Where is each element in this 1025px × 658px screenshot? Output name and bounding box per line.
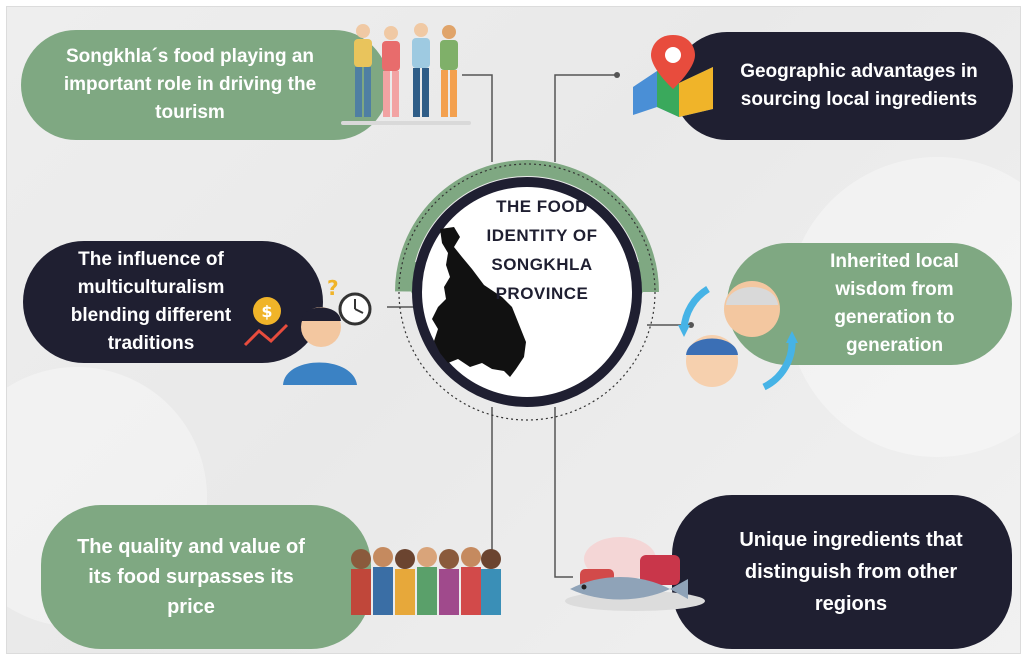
- connector-ingredients: [554, 407, 573, 578]
- node-geographic-text: Geographic advantages in sourcing local …: [740, 61, 978, 110]
- svg-text:?: ?: [327, 276, 339, 300]
- elders-icon: [678, 281, 798, 391]
- node-ingredients-text: Unique ingredients that distinguish from…: [739, 529, 963, 615]
- map-pin-icon: [633, 35, 713, 117]
- thinking-person-icon: $ ?: [243, 276, 372, 385]
- node-tourism-text: Songkhla´s food playing an important rol…: [63, 46, 317, 123]
- seafood-icon: [565, 537, 705, 611]
- center-title: THE FOOD IDENTITY OF SONGKHLA PROVINCE: [486, 197, 598, 303]
- node-wisdom-text: Inherited local wisdom from generation t…: [830, 251, 959, 356]
- node-tourism: Songkhla´s food playing an important rol…: [21, 30, 389, 140]
- node-quality: The quality and value of its food surpas…: [41, 505, 371, 649]
- connector-geographic: [554, 74, 617, 162]
- node-wisdom: Inherited local wisdom from generation t…: [727, 243, 1012, 365]
- infographic-canvas: THE FOOD IDENTITY OF SONGKHLA PROVINCE S…: [6, 6, 1021, 654]
- center-hub: [395, 160, 659, 424]
- crowd-icon: [351, 547, 501, 615]
- node-geographic: Geographic advantages in sourcing local …: [673, 32, 1013, 140]
- province-map-icon: [432, 227, 526, 377]
- connector-dot: [614, 72, 620, 78]
- node-multicultural-text: The influence of multiculturalism blendi…: [70, 249, 232, 354]
- connector-tourism: [462, 74, 493, 162]
- tourists-icon: [341, 23, 471, 125]
- node-quality-text: The quality and value of its food surpas…: [77, 536, 305, 618]
- svg-text:$: $: [261, 302, 272, 321]
- connector-dot: [688, 322, 694, 328]
- node-ingredients: Unique ingredients that distinguish from…: [672, 495, 1012, 649]
- connector-lines: [387, 72, 694, 578]
